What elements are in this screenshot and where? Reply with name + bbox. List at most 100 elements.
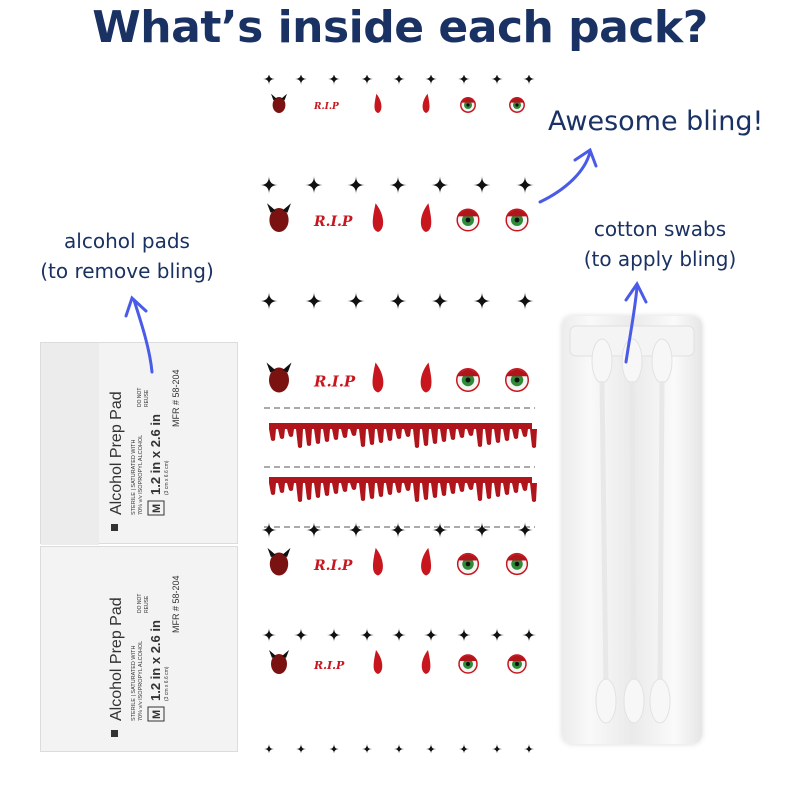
- star-icon: [361, 73, 373, 85]
- eyelid-icon: [506, 209, 528, 217]
- blood-drop-icon: [422, 93, 430, 113]
- devil-horns-icon: [269, 650, 289, 658]
- eyelid-icon: [456, 369, 480, 377]
- star-icon: [305, 292, 323, 310]
- star-icon: [362, 744, 372, 754]
- star-icon: [389, 292, 407, 310]
- blood-drop-icon: [420, 203, 432, 232]
- star-icon: [394, 744, 404, 754]
- blood-drop-icon: [373, 650, 383, 674]
- pad2-size-cm: (3 cm x 6.6 cm): [164, 666, 170, 701]
- alcohol-pad-2-print: Alcohol Prep Pad STERILE | SATURATED WIT…: [108, 575, 181, 737]
- eyeball-pupil-icon: [466, 103, 470, 107]
- eyelid-icon: [457, 209, 479, 217]
- cotton-swabs-art: [569, 325, 695, 724]
- star-icon: [458, 73, 470, 85]
- rip-text: R.I.P: [313, 214, 353, 230]
- star-icon: [328, 73, 340, 85]
- cotton-caption-line2: (to apply bling): [583, 247, 737, 271]
- star-icon: [524, 744, 534, 754]
- eyeball-pupil-icon: [515, 103, 519, 107]
- blood-drop-icon: [372, 362, 384, 393]
- devil-icon: [269, 552, 289, 576]
- alcohol-caption-line2: (to remove bling): [40, 259, 214, 283]
- blood-drop-icon: [372, 547, 383, 576]
- star-icon: [522, 628, 536, 642]
- star-icon: [264, 744, 274, 754]
- pad2-sterile: STERILE | SATURATED WITH: [131, 645, 137, 721]
- cotton-swabs-caption: cotton swabs (to apply bling): [555, 214, 765, 274]
- cotton-swabs-pack: [562, 316, 702, 744]
- devil-horns-icon: [267, 203, 291, 213]
- star-icon: [393, 73, 405, 85]
- cotton-caption-line1: cotton swabs: [593, 217, 727, 241]
- star-icon: [389, 176, 407, 194]
- devil-horns-icon: [271, 93, 287, 101]
- blood-drip-band: [269, 477, 532, 483]
- eyeball-pupil-icon: [465, 561, 471, 567]
- star-icon: [492, 744, 502, 754]
- pad1-iso: 70% v/v ISOPROPYL ALCOHOL: [138, 435, 144, 515]
- pad1-size-cm: (3 cm x 6.6 cm): [164, 460, 170, 495]
- star-icon: [424, 628, 438, 642]
- star-icon: [516, 176, 534, 194]
- eyelid-icon: [459, 655, 477, 661]
- eyeball-pupil-icon: [514, 217, 520, 223]
- eyelid-icon: [509, 98, 525, 103]
- alcohol-pad-1: Alcohol Prep Pad STERILE | SATURATED WIT…: [40, 342, 238, 545]
- star-icon: [347, 292, 365, 310]
- sticker-sheet-art: R.I.PR.I.PR.I.PR.I.PR.I.P: [260, 73, 537, 754]
- bling-caption: Awesome bling!: [548, 106, 764, 137]
- star-icon: [491, 73, 503, 85]
- star-icon: [262, 628, 276, 642]
- eyeball-pupil-icon: [465, 377, 471, 383]
- star-icon: [516, 292, 534, 310]
- star-icon: [347, 176, 365, 194]
- rip-text: R.I.P: [313, 659, 345, 672]
- pad2-reuse: REUSE: [144, 595, 150, 613]
- pad1-name: Alcohol Prep Pad: [108, 391, 125, 515]
- devil-icon: [272, 97, 286, 113]
- devil-icon: [269, 208, 289, 232]
- alcohol-pad-2: Alcohol Prep Pad STERILE | SATURATED WIT…: [40, 546, 238, 752]
- star-icon: [473, 292, 491, 310]
- pad2-mfr: MFR # 58-204: [171, 575, 181, 633]
- blood-drop-icon: [421, 547, 432, 576]
- eyeball-pupil-icon: [515, 662, 519, 666]
- bling-arrow-icon: [538, 147, 598, 204]
- pad2-size: 1.2 in x 2.6 in: [148, 620, 163, 701]
- eyeball-pupil-icon: [466, 662, 470, 666]
- star-icon: [294, 628, 308, 642]
- pad1-reuse: REUSE: [144, 389, 150, 407]
- blood-drop-icon: [374, 93, 382, 113]
- star-icon: [390, 522, 406, 538]
- devil-horns-icon: [267, 547, 291, 558]
- pad2-m: M: [151, 710, 163, 719]
- star-icon: [473, 176, 491, 194]
- pad2-name: Alcohol Prep Pad: [108, 597, 125, 721]
- star-icon: [263, 73, 275, 85]
- blood-drip-band: [269, 423, 532, 429]
- alcohol-caption-line1: alcohol pads: [64, 229, 190, 253]
- star-icon: [305, 176, 323, 194]
- star-icon: [457, 628, 471, 642]
- blood-drips-icon: [269, 483, 537, 502]
- pad2-iso: 70% v/v ISOPROPYL ALCOHOL: [138, 641, 144, 721]
- blood-drop-icon: [421, 650, 431, 674]
- star-icon: [329, 744, 339, 754]
- eyeball-pupil-icon: [514, 561, 520, 567]
- pad2-do-not: DO NOT: [137, 594, 143, 613]
- star-icon: [296, 744, 306, 754]
- star-icon: [306, 522, 322, 538]
- star-icon: [260, 176, 278, 194]
- eyeball-pupil-icon: [514, 377, 520, 383]
- pad1-sterile: STERILE | SATURATED WITH: [131, 439, 137, 515]
- star-icon: [490, 628, 504, 642]
- cotton-arrow-icon: [624, 281, 648, 364]
- star-icon: [523, 73, 535, 85]
- eyelid-icon: [460, 98, 476, 103]
- eyeball-pupil-icon: [465, 217, 471, 223]
- alcohol-pad-1-print: Alcohol Prep Pad STERILE | SATURATED WIT…: [41, 343, 181, 545]
